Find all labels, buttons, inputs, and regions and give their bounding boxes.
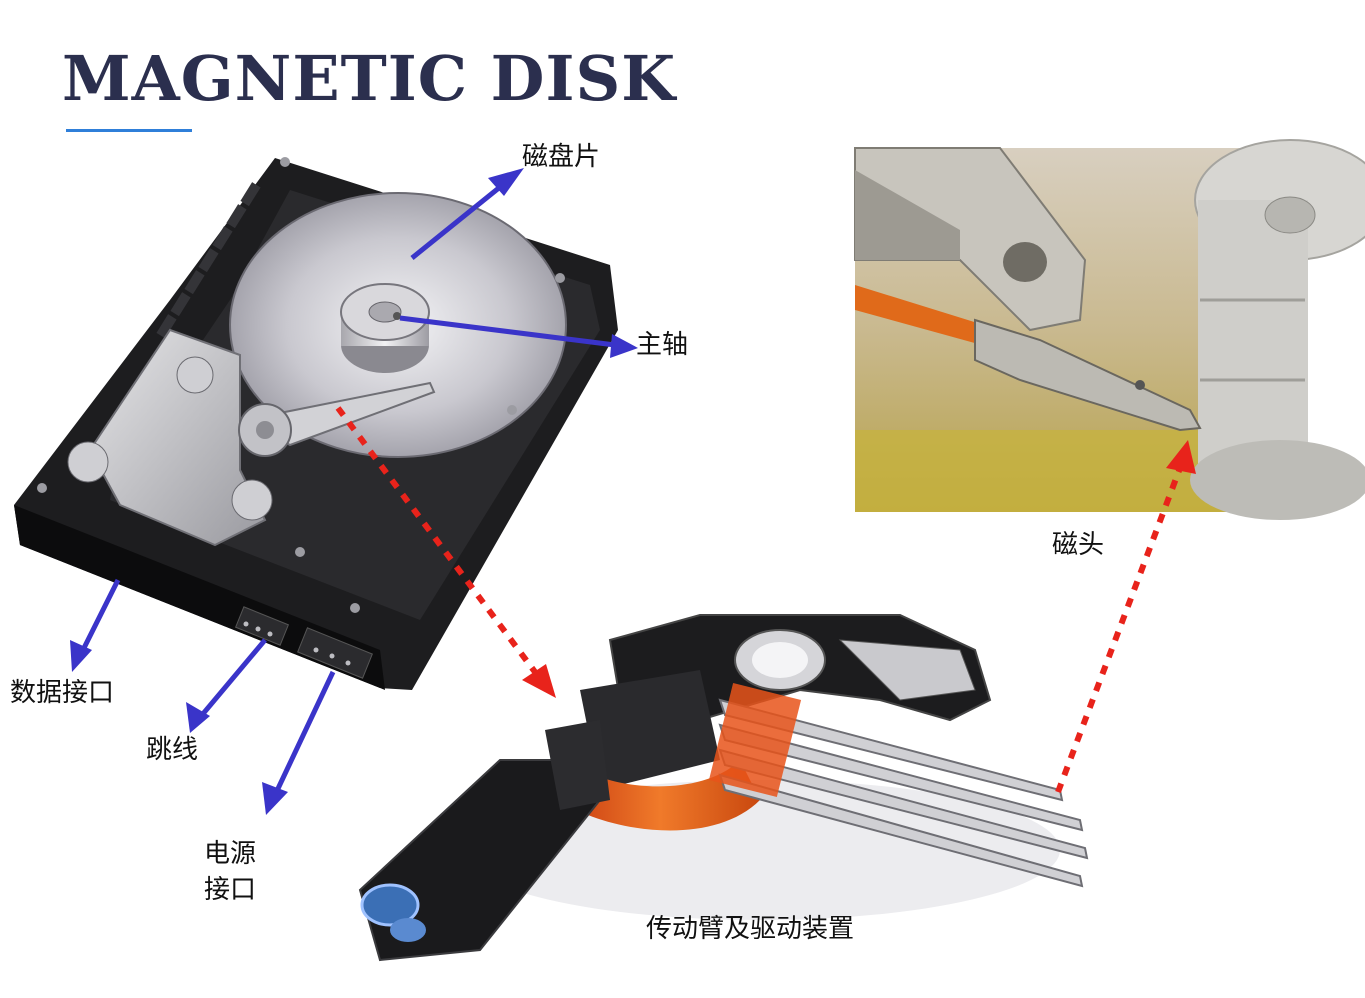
read-write-head-closeup-photo	[854, 139, 1365, 520]
label-jumper: 跳线	[146, 735, 199, 765]
spindle-arrow	[399, 315, 638, 358]
jumper-arrow	[186, 638, 267, 733]
platter-arrow	[410, 168, 524, 260]
power-port-arrow	[262, 670, 336, 815]
pointer-arrows	[70, 168, 638, 815]
label-power-port: 电源 接口	[204, 836, 274, 908]
label-power-port-line2: 接口	[204, 875, 257, 905]
title-underline	[66, 129, 192, 132]
data-port-arrow	[70, 578, 121, 672]
actuator-arm-assembly-photo	[358, 614, 1089, 962]
head-link-arrow	[1055, 440, 1196, 794]
label-power-port-line1: 电源	[204, 839, 257, 869]
actuator-link-arrow	[335, 406, 556, 698]
label-head: 磁头	[1052, 530, 1105, 560]
label-spindle: 主轴	[636, 330, 689, 360]
page-title: MAGNETIC DISK	[62, 42, 677, 115]
label-actuator: 传动臂及驱动装置	[646, 914, 855, 944]
label-platter: 磁盘片	[522, 142, 601, 172]
hard-drive-photo	[14, 157, 618, 690]
label-data-port: 数据接口	[10, 678, 115, 708]
